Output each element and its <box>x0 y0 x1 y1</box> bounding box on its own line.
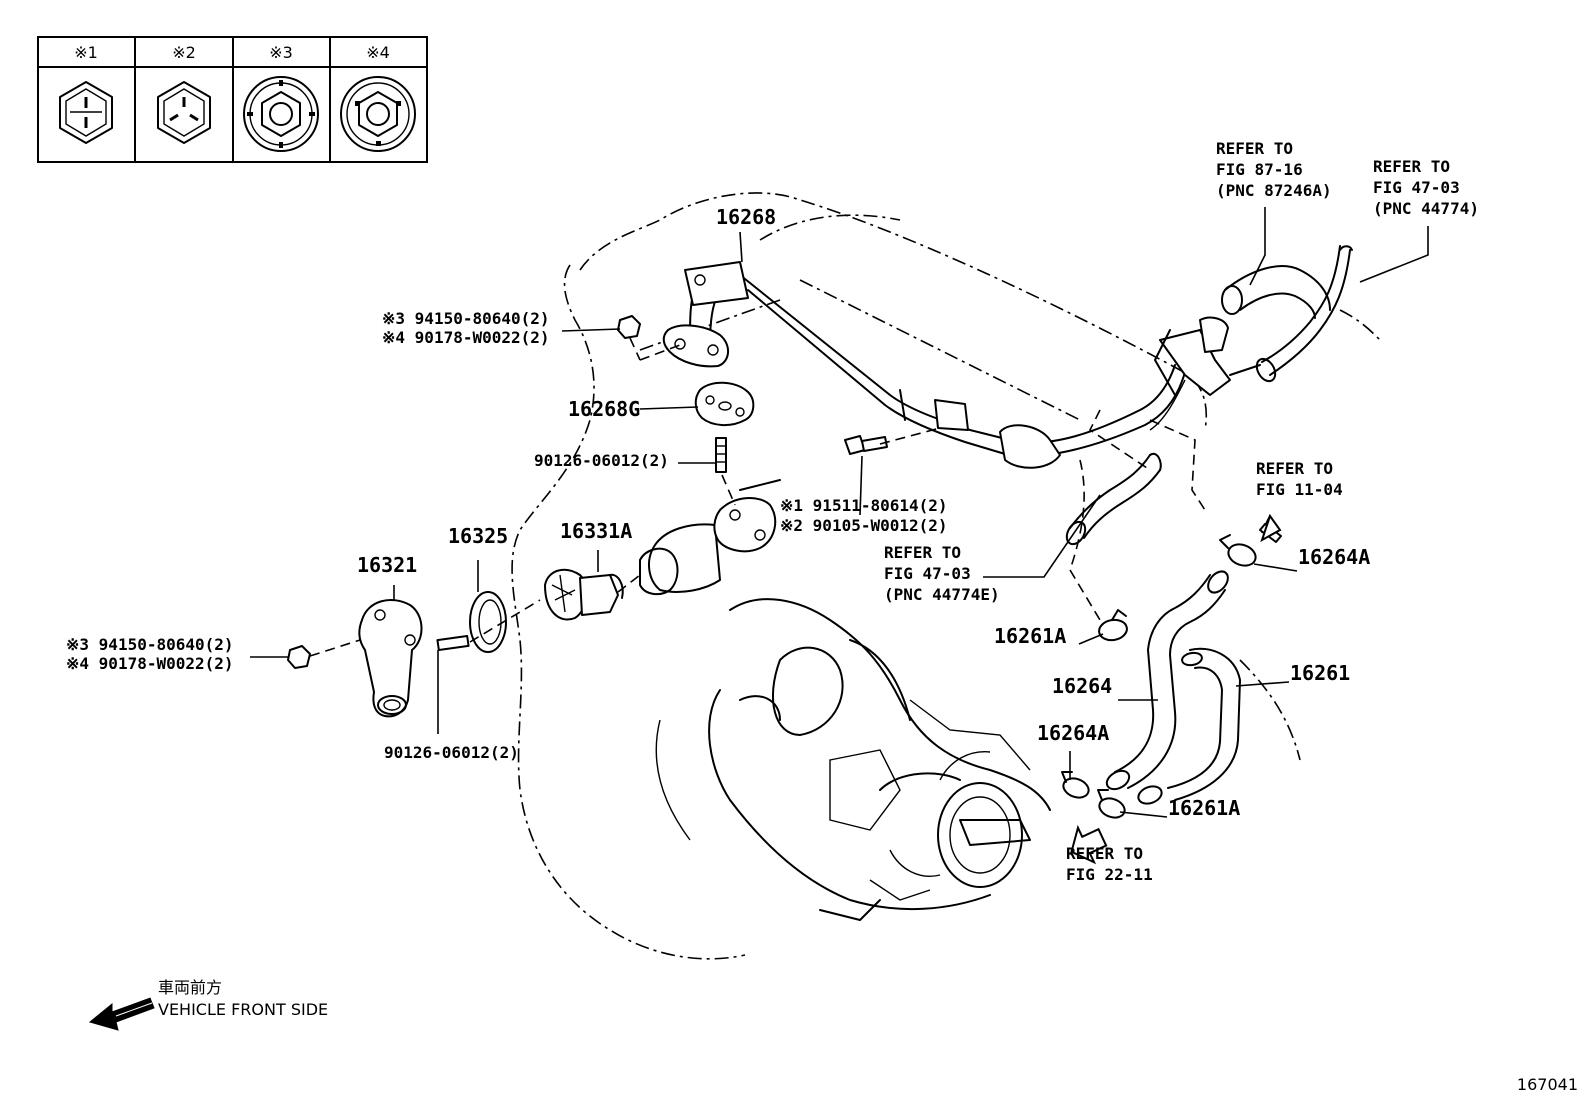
pnc-label-16331a: 16331A <box>560 519 632 543</box>
refer-fig-47-03-b: REFER TO FIG 47-03 (PNC 44774E) <box>884 543 1000 604</box>
pnc-label-16264: 16264 <box>1052 674 1112 698</box>
flange-nut-4-icon <box>340 76 416 152</box>
refer-line: (PNC 87246A) <box>1216 181 1332 200</box>
gasket-16268g <box>694 381 755 426</box>
stud-bolt-top <box>715 437 727 473</box>
bolt-91511 <box>844 435 888 455</box>
refer-fig-87-16: REFER TO FIG 87-16 (PNC 87246A) <box>1216 139 1332 200</box>
refer-line: (PNC 44774E) <box>884 585 1000 604</box>
pnc-label-16321: 16321 <box>357 553 417 577</box>
assembly-lines <box>309 337 941 657</box>
pnc-label-16264a-top: 16264A <box>1298 545 1370 569</box>
refer-line: REFER TO <box>1256 459 1333 478</box>
pnc-label-16268g: 16268G <box>568 397 640 421</box>
refer-line: FIG 87-16 <box>1216 160 1303 179</box>
stud-bolt-bottom <box>436 634 470 652</box>
part-number-stud-bottom: 90126-06012(2) <box>384 743 519 762</box>
refer-line: FIG 22-11 <box>1066 865 1153 884</box>
nut-top <box>617 315 641 339</box>
clamp-16264a-top-icon <box>1219 534 1257 567</box>
part-number-nut-top-4: ※4 90178-W0022(2) <box>382 328 550 347</box>
clamp-16261a-lower-icon <box>1097 789 1126 819</box>
water-inlet-housing <box>639 479 781 596</box>
refer-fig-11-04: REFER TO FIG 11-04 <box>1256 459 1343 499</box>
figure-number: 167041 <box>1517 1075 1578 1094</box>
pnc-label-16325: 16325 <box>448 524 508 548</box>
part-number-bolt-1: ※1 91511-80614(2) <box>780 496 948 515</box>
legend-header-1: ※1 <box>74 43 98 62</box>
thermostat-16331a <box>544 568 624 621</box>
refer-line: REFER TO <box>1216 139 1293 158</box>
part-number-nut-left-4: ※4 90178-W0022(2) <box>66 654 234 673</box>
refer-line: REFER TO <box>884 543 961 562</box>
nut-left <box>287 645 311 669</box>
refer-line: FIG 11-04 <box>1256 480 1343 499</box>
refer-line: (PNC 44774) <box>1373 199 1479 218</box>
flange-nut-3-icon <box>243 76 319 152</box>
legend-header-2: ※2 <box>172 43 196 62</box>
leader-lines <box>250 207 1429 818</box>
part-number-nut-top-3: ※3 94150-80640(2) <box>382 309 550 328</box>
refer-arrow-fig-22-11-icon <box>1070 824 1108 865</box>
pnc-label-16261a-upper: 16261A <box>994 624 1066 648</box>
pnc-label-16264a-lower: 16264A <box>1037 721 1109 745</box>
gasket-16325 <box>469 591 507 653</box>
clamp-16261a-upper-icon <box>1098 609 1128 642</box>
radiator-hoses <box>1105 570 1241 805</box>
part-number-bolt-2: ※2 90105-W0012(2) <box>780 516 948 535</box>
heater-hoses-upper <box>1221 245 1353 383</box>
pnc-label-16268: 16268 <box>716 205 776 229</box>
clamp-16264a-lower-icon <box>1061 771 1090 799</box>
legend-header-4: ※4 <box>366 43 390 62</box>
part-number-stud-top: 90126-06012(2) <box>534 451 669 470</box>
direction-label-jp: 車両前方 <box>158 978 222 997</box>
pnc-label-16261: 16261 <box>1290 661 1350 685</box>
refer-fig-22-11: REFER TO FIG 22-11 <box>1066 844 1153 884</box>
refer-line: REFER TO <box>1373 157 1450 176</box>
refer-arrow-fig-11-04-icon <box>1259 513 1282 543</box>
refer-line: REFER TO <box>1066 844 1143 863</box>
part-number-nut-left-3: ※3 94150-80640(2) <box>66 635 234 654</box>
water-bypass-pipe <box>662 261 1261 469</box>
small-hose <box>1065 452 1162 546</box>
water-inlet-16321 <box>358 599 423 718</box>
pnc-label-16261a-lower: 16261A <box>1168 796 1240 820</box>
refer-line: FIG 47-03 <box>1373 178 1460 197</box>
hex-bolt-mark-1-icon <box>59 81 113 144</box>
hose-clamps <box>1061 534 1257 819</box>
hex-bolt-mark-2-icon <box>157 81 211 144</box>
direction-label-en: VEHICLE FRONT SIDE <box>158 1000 328 1019</box>
fastener-legend-table: ※1 ※2 ※3 ※4 <box>37 36 428 163</box>
refer-fig-47-03-a: REFER TO FIG 47-03 (PNC 44774) <box>1373 157 1479 218</box>
refer-line: FIG 47-03 <box>884 564 971 583</box>
vehicle-front-direction: 車両前方 VEHICLE FRONT SIDE <box>88 978 328 1031</box>
legend-header-3: ※3 <box>269 43 293 62</box>
transmission-housing <box>655 598 1051 921</box>
